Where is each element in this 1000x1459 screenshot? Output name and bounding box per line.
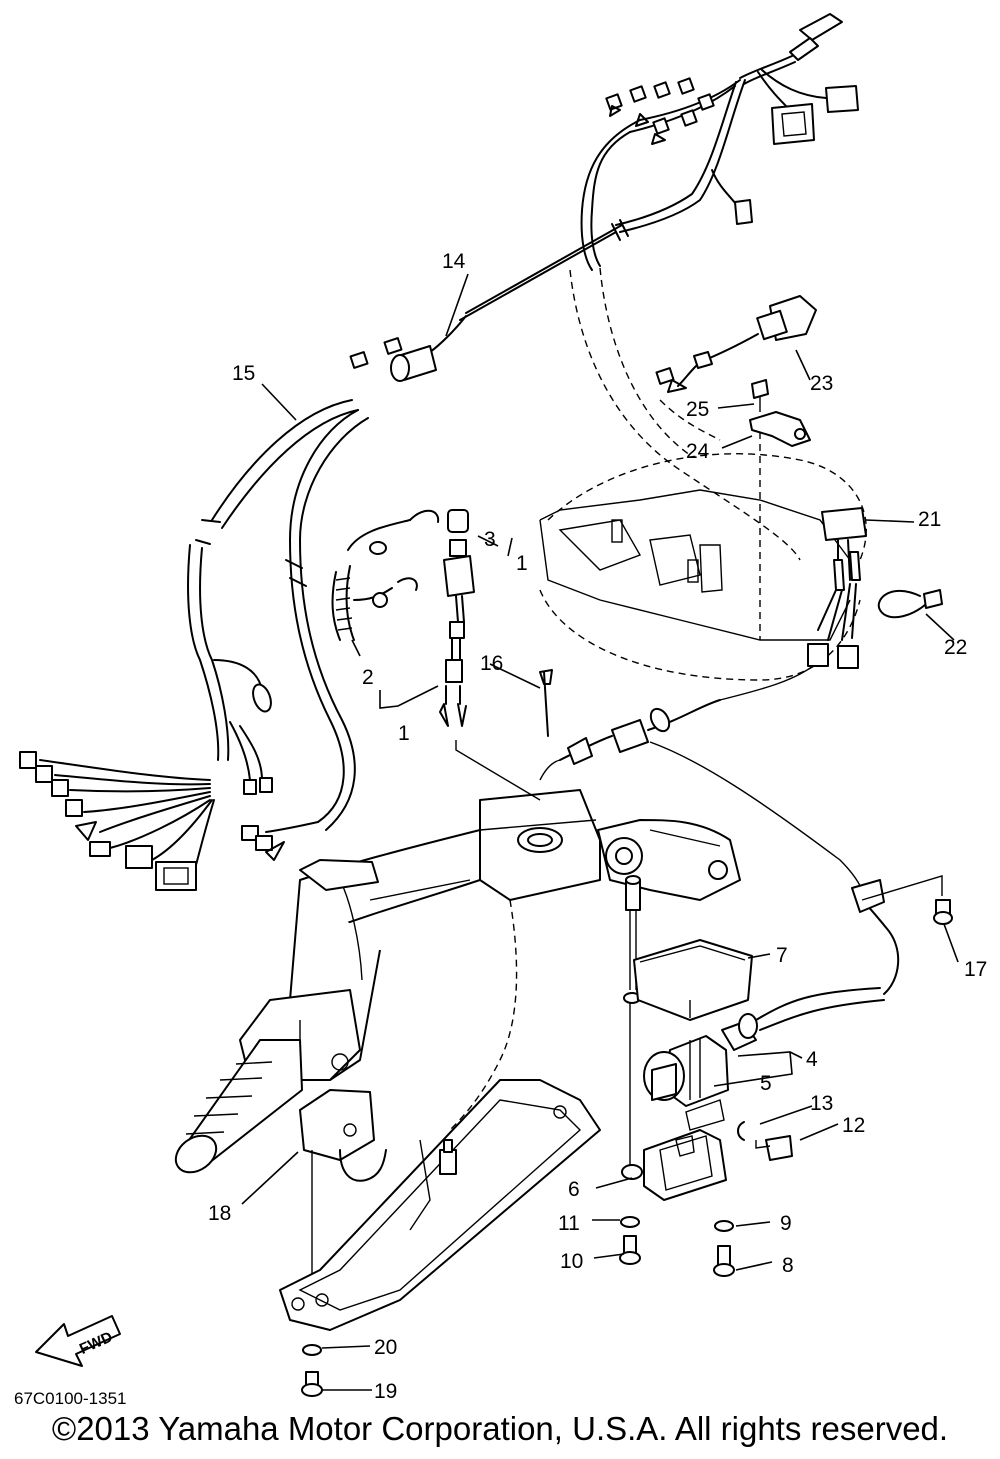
callout-12: 12 bbox=[842, 1114, 865, 1137]
callout-5: 5 bbox=[760, 1072, 772, 1095]
callout-10: 10 bbox=[560, 1250, 583, 1273]
callout-6: 6 bbox=[568, 1178, 580, 1201]
copyright-notice: ©2013 Yamaha Motor Corporation, U.S.A. A… bbox=[51, 1410, 949, 1447]
callout-13: 13 bbox=[810, 1092, 833, 1115]
callout-20: 20 bbox=[374, 1336, 397, 1359]
callout-16: 16 bbox=[480, 652, 503, 675]
callout-1b: 1 bbox=[398, 722, 410, 745]
callout-3: 3 bbox=[484, 528, 496, 551]
callout-2: 2 bbox=[362, 666, 374, 689]
callout-8: 8 bbox=[782, 1254, 794, 1277]
callout-17: 17 bbox=[964, 958, 987, 981]
fasteners bbox=[301, 379, 953, 1397]
callout-9: 9 bbox=[780, 1212, 792, 1235]
leader-lines bbox=[241, 273, 959, 1391]
callout-4: 4 bbox=[806, 1048, 818, 1071]
fwd-direction-arrow: FWD bbox=[35, 1315, 121, 1367]
callout-25: 25 bbox=[686, 398, 709, 421]
catalog-code: 67C0100-1351 bbox=[14, 1389, 126, 1408]
stop-switch bbox=[439, 509, 475, 727]
switch-box-18 bbox=[299, 1089, 387, 1290]
lower-cover bbox=[279, 1079, 601, 1331]
callout-19: 19 bbox=[374, 1380, 397, 1403]
callout-18: 18 bbox=[208, 1202, 231, 1225]
wire-harness bbox=[349, 13, 859, 382]
callout-15: 15 bbox=[232, 362, 255, 385]
callout-24: 24 bbox=[686, 440, 710, 463]
wire-lead-15 bbox=[19, 399, 369, 891]
throttle-parts bbox=[621, 875, 943, 1201]
kill-switch-lanyard bbox=[331, 509, 440, 641]
callout-1a: 1 bbox=[516, 552, 528, 575]
callout-14: 14 bbox=[442, 250, 466, 273]
callout-7: 7 bbox=[776, 944, 788, 967]
callout-21: 21 bbox=[918, 508, 941, 531]
callout-labels: 14 15 3 1 2 1 16 23 25 24 21 22 7 17 4 5… bbox=[208, 250, 987, 1403]
callout-22: 22 bbox=[944, 636, 967, 659]
right-side-parts bbox=[655, 295, 943, 669]
pin-16 bbox=[539, 669, 553, 737]
engine-bracket-outline bbox=[539, 267, 867, 681]
callout-11: 11 bbox=[558, 1212, 580, 1235]
callout-23: 23 bbox=[810, 372, 833, 395]
